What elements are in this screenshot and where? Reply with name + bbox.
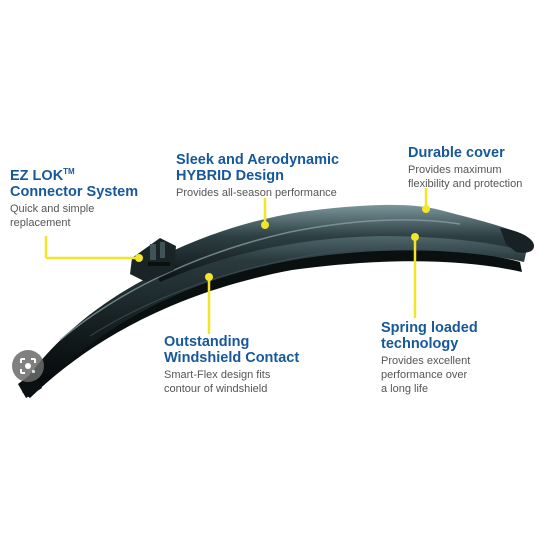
- ezlok-desc-line2: replacement: [10, 217, 71, 229]
- sleek-title-line2: HYBRID Design: [176, 168, 284, 184]
- ezlok-title-line2: Connector System: [10, 184, 139, 200]
- blade-rubber-edge: [22, 248, 522, 398]
- blade-end-cap: [500, 228, 534, 253]
- windshield-title-line1: Outstanding: [164, 334, 250, 350]
- blade-cover: [150, 204, 531, 282]
- spring-desc-line3: a long life: [381, 383, 429, 395]
- windshield-desc-line1: Smart-Flex design fits: [164, 369, 271, 381]
- durable-desc-line1: Provides maximum: [408, 164, 502, 176]
- spring-desc-line1: Provides excellent: [381, 355, 471, 367]
- spring-title-line1: Spring loaded: [381, 320, 478, 336]
- durable-desc-line2: flexibility and protection: [408, 178, 523, 190]
- blade-highlight: [59, 219, 461, 341]
- ezlok-desc-line1: Quick and simple: [10, 203, 95, 215]
- callout-sleek: Sleek and Aerodynamic HYBRID Design Prov…: [176, 152, 339, 200]
- ezlok-title-line1: EZ LOK: [10, 168, 64, 184]
- callout-windshield: Outstanding Windshield Contact Smart-Fle…: [164, 334, 299, 396]
- lens-search-icon[interactable]: [12, 350, 44, 382]
- sleek-title-line1: Sleek and Aerodynamic: [176, 152, 340, 168]
- callout-ezlok: EZ LOKTM Connector System Quick and simp…: [10, 168, 138, 230]
- spring-desc-line2: performance over: [381, 369, 468, 381]
- windshield-desc-line2: contour of windshield: [164, 383, 268, 395]
- ezlok-trademark: TM: [63, 167, 75, 177]
- callout-durable: Durable cover Provides maximum flexibili…: [408, 145, 522, 191]
- connector-adapter: [130, 238, 176, 282]
- windshield-title-line2: Windshield Contact: [164, 350, 300, 366]
- callout-spring: Spring loaded technology Provides excell…: [381, 320, 478, 396]
- callout-lines: [44, 188, 430, 334]
- blade-highlight-lower: [89, 244, 511, 337]
- sleek-desc-line1: Provides all-season performance: [176, 187, 337, 199]
- durable-title-line1: Durable cover: [408, 145, 505, 161]
- spring-title-line2: technology: [381, 336, 459, 352]
